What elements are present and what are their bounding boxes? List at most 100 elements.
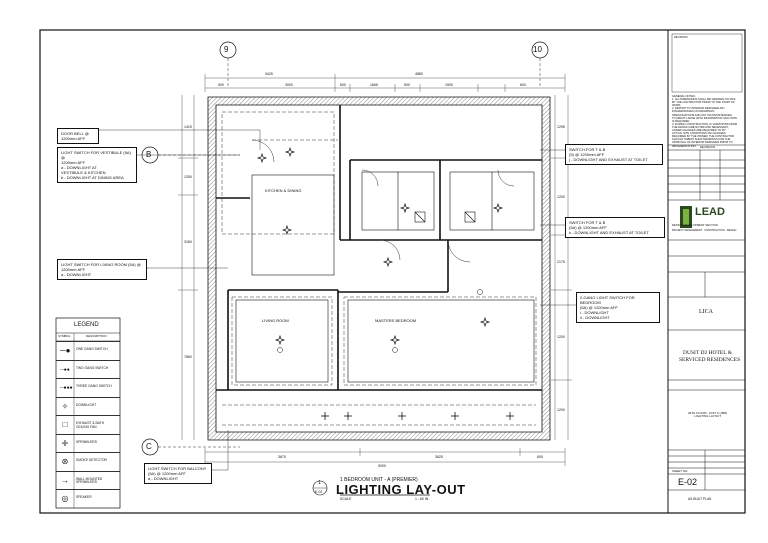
client-name: LICA <box>699 309 713 315</box>
downlight-icon <box>256 146 504 346</box>
legend-description: WALL MOUNTED SPRINKLERS <box>76 476 103 485</box>
callout-switch-bedroom: 2-GANG LIGHT SWITCH FOR BEDROOM (5A) @ 1… <box>576 292 660 323</box>
dimensions-left <box>178 95 198 440</box>
grid-label-9: 9 <box>224 45 229 54</box>
dimensions-top <box>204 74 566 92</box>
legend-row: □ EXHAUST & BATH CEILING FAN <box>56 415 120 435</box>
legend-box <box>55 317 121 509</box>
dim-top-seg: 500 <box>404 83 410 87</box>
stamp-box <box>671 33 743 93</box>
legend-title: LEGEND <box>74 322 99 328</box>
legend-description: SPEAKER <box>76 495 92 499</box>
smoke-detector-icon: ⊛ <box>61 457 69 466</box>
sheet-description: 26TH FLOOR - UNIT A (1BR) LIGHTING LAYOU… <box>688 411 728 419</box>
grid-line-9 <box>219 41 237 88</box>
grid-line-10 <box>531 41 549 88</box>
legend-description: DOWNLIGHT <box>76 402 97 407</box>
ceiling-bulkhead-lines <box>221 111 537 426</box>
smoke-detector-icon <box>277 289 483 353</box>
legend-description: THREE GANG SWITCH <box>76 384 112 388</box>
sheet-status: AS-BUILT PLAN <box>688 497 712 501</box>
callout-switch-balcony: LIGHT SWITCH FOR BALCONY (5A) @ 1200mm A… <box>144 463 212 484</box>
door-swings <box>251 139 515 263</box>
dim-right-seg: 1200 <box>557 335 565 339</box>
speaker-icon: ◎ <box>61 494 69 503</box>
detail-number: 1 <box>318 480 321 486</box>
grid-label-b: B <box>146 150 152 159</box>
dim-top-seg: 900 <box>218 83 224 87</box>
wall-sprinkler-icon: → <box>61 475 69 485</box>
legend-col-desc: DESCRIPTION <box>86 334 107 338</box>
grid-label-c: C <box>146 442 152 451</box>
legend-col-symbol: SYMBOL <box>58 334 71 338</box>
dim-top-seg: 600 <box>520 83 526 87</box>
project-name-line1: DUSIT D2 HOTEL & <box>683 350 733 356</box>
exterior-walls <box>207 96 551 441</box>
exhaust-fan-icon: □ <box>62 420 68 429</box>
scale-label: SCALE <box>340 497 352 501</box>
callout-door-bell: DOOR BELL @ 1200mm AFF <box>57 128 99 144</box>
scale-value: 1 : 60 IN <box>415 497 429 501</box>
callout-switch-living: LIGHT SWITCH FOR LIVING ROOM (5A) @ 1200… <box>57 259 147 280</box>
callout-switch-vestibule: LIGHT SWITCH FOR VESTIBULE (5A) @ 1200mm… <box>57 147 137 183</box>
legend-row: ─●●TWO GANG SWITCH <box>56 359 120 380</box>
dim-left-seg: 3180 <box>184 240 192 244</box>
dim-top-total: 4880 <box>415 72 423 76</box>
dim-bottom-total: 9000 <box>378 464 386 468</box>
dim-top-left: 3425 <box>265 72 273 76</box>
callout-switch-toilet-1: SWITCH FOR T & B (5) @ 1200mm AFF j - DO… <box>565 144 663 165</box>
legend-row: ✧ DOWNLIGHT <box>56 396 120 417</box>
dim-bottom-seg: 600 <box>537 455 543 459</box>
project-name-line2: SERVICED RESIDENCES <box>679 357 741 363</box>
company-name: LEAD <box>695 206 725 218</box>
company-tag: PROJECT MANAGEMENT · CONSTRUCTION · DESI… <box>672 229 737 232</box>
interior-walls <box>216 105 542 391</box>
grid-line-c <box>141 438 240 456</box>
detail-ref: E-02 <box>315 490 323 494</box>
room-label-master: MASTERS BEDROOM <box>375 318 417 323</box>
one-gang-switch-icon: ─● <box>60 346 71 355</box>
dim-left-seg: 1250 <box>184 175 192 179</box>
three-gang-switch-icon: ─●●● <box>60 385 73 391</box>
legend-row: ─●●●THREE GANG SWITCH <box>56 378 120 398</box>
sprinkler-icon <box>321 412 514 420</box>
company-logo <box>680 206 692 228</box>
sheet-no-label: SHEET NO. <box>672 469 689 473</box>
grid-label-10: 10 <box>533 45 542 54</box>
legend-row: ─● ONE GANG SWITCH <box>56 341 120 361</box>
title-block-revisions: REVISIONS <box>700 145 716 149</box>
title-block-lines <box>668 144 745 491</box>
legend-description: ONE GANG SWITCH <box>76 347 108 351</box>
drawing-subtitle: 1 BEDROOM UNIT - A (PREMIER) <box>340 477 418 483</box>
legend-row: ⊛ SMOKE DETECTOR <box>56 452 120 472</box>
room-outlines <box>235 171 535 383</box>
dim-right-seg: 1200 <box>557 195 565 199</box>
sprinkler-icon: ✛ <box>61 438 69 448</box>
legend-row: → WALL MOUNTED SPRINKLERS <box>56 470 120 491</box>
title-block-stamp: REVISIONS <box>674 36 740 40</box>
dim-top-seg: 1500 <box>445 83 453 87</box>
legend-description: EXHAUST & BATH CEILING FAN <box>76 421 105 429</box>
room-label-living: LIVING ROOM <box>262 318 289 323</box>
title-block-revisions-header: REVISIONS <box>674 36 688 39</box>
drawing-title: LIGHTING LAY-OUT <box>336 482 466 497</box>
dim-left-seg: 7860 <box>184 355 192 359</box>
dim-right-seg: 1200 <box>557 408 565 412</box>
two-gang-switch-icon: ─●● <box>60 366 70 373</box>
legend-row: ✛ SPRINKLERS <box>56 433 120 454</box>
legend-description: SPRINKLERS <box>76 439 97 444</box>
dim-top-seg: 1665 <box>370 83 378 87</box>
callout-switch-toilet-2: SWITCH FOR T & B (5A) @ 1200mm AFF k - D… <box>565 217 665 238</box>
downlight-icon: ✧ <box>61 401 69 411</box>
company-sub: DESIGN DEVELOPMENT SECTION <box>672 223 718 227</box>
dim-bottom-seg: 3625 <box>435 455 443 459</box>
legend-description: SMOKE DETECTOR <box>76 458 107 462</box>
exhaust-fan-icon <box>414 211 476 223</box>
dim-top-seg: 600 <box>340 83 346 87</box>
room-label-kitchen: KITCHEN & DINING <box>265 188 302 193</box>
dim-right-seg: 1295 <box>557 125 565 129</box>
dim-right-seg: 2175 <box>557 260 565 264</box>
title-block-notes: GENERAL NOTES: 1. ALL DIMENSIONS SHALL B… <box>672 95 738 148</box>
